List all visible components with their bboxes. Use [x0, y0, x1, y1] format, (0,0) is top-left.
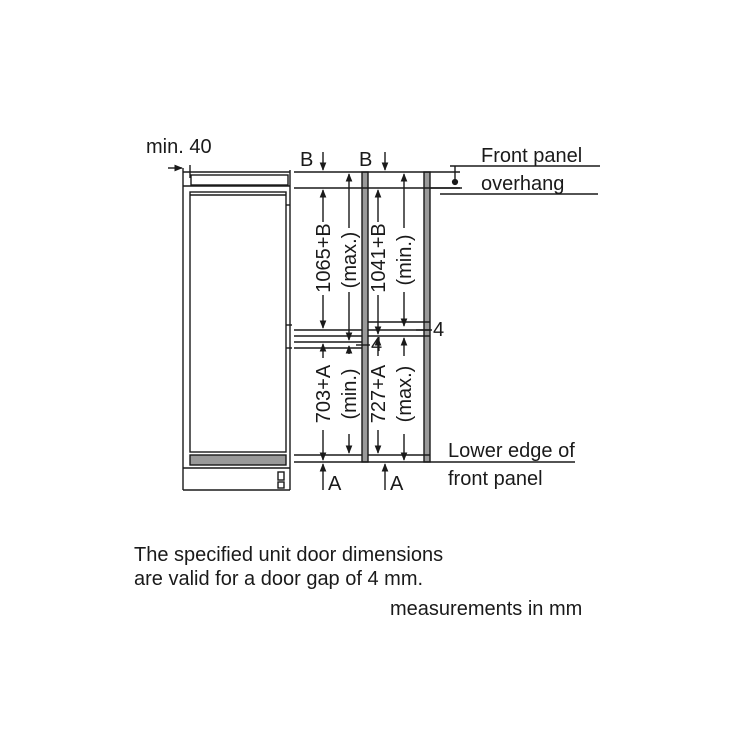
- dim-lower-left-label: 703+A: [313, 364, 335, 423]
- dim-upper-right-label: 1041+B: [368, 223, 390, 293]
- b-label-right: B: [359, 149, 372, 171]
- cabinet-outline: [182, 168, 291, 491]
- dim-upper-left-label: 1065+B: [313, 223, 335, 293]
- front-panel-label-line2: overhang: [481, 173, 564, 195]
- dim-lower-left-qualifier: (min.): [339, 368, 361, 419]
- validity-note-line2: are valid for a door gap of 4 mm.: [134, 568, 424, 590]
- dim-lower-right-qualifier: (max.): [394, 366, 416, 423]
- a-label-left: A: [328, 473, 342, 495]
- min-gap-label: min. 40: [146, 136, 212, 158]
- dim-upper-left-qualifier: (max.): [339, 232, 361, 289]
- front-panel-right: [423, 171, 431, 463]
- gap-label-left: 4: [371, 334, 382, 356]
- b-label-left: B: [300, 149, 313, 171]
- lower-edge-label-line1: Lower edge of: [448, 440, 575, 462]
- dim-upper-right-qualifier: (min.): [394, 234, 416, 285]
- dim-lower-right-label: 727+A: [368, 364, 390, 423]
- validity-note-line1: The specified unit door dimensions: [134, 544, 444, 566]
- gap-label-right: 4: [433, 319, 444, 341]
- units-note: measurements in mm: [390, 598, 583, 620]
- appliance-body: [183, 191, 292, 489]
- lower-edge-label-line2: front panel: [448, 468, 543, 490]
- front-panel-label-line1: Front panel: [481, 145, 582, 167]
- a-label-right: A: [390, 473, 404, 495]
